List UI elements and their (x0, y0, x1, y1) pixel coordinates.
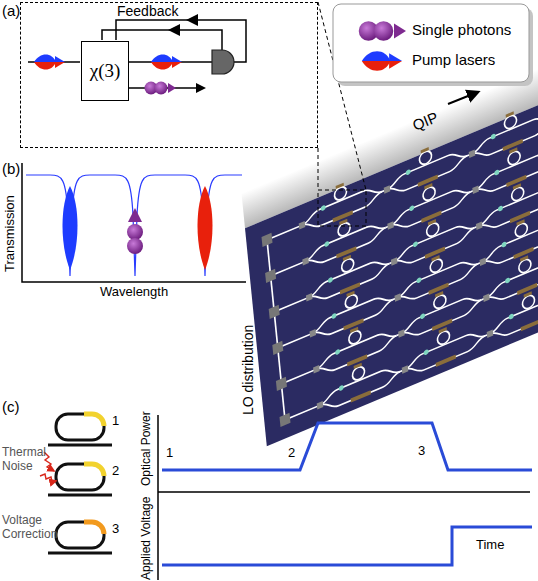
zoom-indicator (318, 190, 366, 226)
step-number: 2 (288, 446, 295, 461)
splitter (262, 233, 273, 247)
qip-arrow (448, 92, 478, 104)
splitter (276, 377, 287, 391)
nonlinearity-label: χ(3) (82, 42, 128, 100)
splitter (269, 305, 280, 319)
photonic-chip (470, 132, 538, 201)
photonic-chip (242, 48, 538, 446)
step-number: 1 (112, 414, 119, 429)
applied-voltage-trace (162, 527, 532, 565)
pump-spectrum (198, 186, 213, 270)
step-number: 1 (166, 446, 173, 461)
photonic-chip (474, 168, 538, 237)
splitter (262, 233, 291, 427)
step-number: 2 (112, 464, 119, 479)
waveguide (267, 103, 538, 240)
feedback-label: Feedback (117, 3, 178, 19)
photon-spectrum (127, 208, 143, 254)
ring-resonator (84, 522, 104, 534)
optical-power-trace (162, 423, 532, 470)
ring-resonator (48, 494, 112, 497)
photonic-chip (267, 240, 285, 420)
photonic-chip (400, 312, 486, 381)
annotation: Voltage Correction (2, 514, 66, 542)
photonic-chip (485, 276, 538, 345)
axis-label: Optical Power (140, 411, 154, 486)
axis-label: Time (476, 538, 504, 553)
splitter (265, 269, 276, 283)
ring-resonator (48, 464, 112, 495)
waveguide (285, 283, 538, 420)
photon-arrowhead (196, 83, 206, 93)
ring-resonator (84, 464, 104, 476)
waveguide (271, 139, 538, 276)
waveguide (281, 247, 538, 384)
step-number: 3 (418, 444, 425, 459)
splitter (280, 413, 291, 427)
legend-box (333, 4, 529, 82)
step-number: 3 (112, 522, 119, 537)
feedback-schematic (28, 20, 246, 88)
photonic-chip (467, 96, 538, 165)
waveguide (278, 211, 538, 348)
figure-art (145, 82, 177, 95)
ring-resonator (48, 414, 112, 445)
axis-label: Applied Voltage (140, 497, 154, 580)
pump-spectrum (63, 186, 78, 270)
panel-label: (b) (2, 160, 20, 177)
ring-resonator (48, 522, 112, 553)
annotation: Thermal Noise (2, 446, 50, 474)
waveguide (274, 175, 538, 312)
ring-resonator (56, 414, 104, 440)
direction-label: LO distribution (240, 325, 256, 415)
figure-art (151, 55, 182, 70)
ring-resonator (48, 444, 112, 447)
legend-box (362, 51, 402, 71)
ring-resonator (56, 464, 104, 490)
legend-text: Pump lasers (412, 51, 495, 68)
axis-label: Transmission (3, 195, 18, 272)
panel-label: (a) (2, 2, 20, 19)
plot-axes (22, 163, 246, 282)
axis-label: Wavelength (100, 285, 168, 300)
photon-spectrum (127, 224, 143, 240)
figure-art (34, 55, 65, 70)
splitter (272, 341, 283, 355)
legend-box (333, 4, 533, 86)
ring-resonator (48, 552, 112, 555)
inset-box: Feedback χ(3) (20, 2, 318, 148)
nonlinear-element-box: χ(3) (81, 41, 129, 101)
legend-text: Single photons (412, 21, 511, 38)
photon-spectrum (127, 238, 143, 254)
photonic-chip (481, 240, 538, 309)
panel-label: (c) (2, 398, 20, 415)
legend-box (359, 21, 406, 41)
ring-resonator (56, 522, 104, 548)
ring-resonator (84, 414, 104, 426)
photon-spectrum (128, 208, 142, 222)
photonic-chip (477, 204, 538, 273)
photonic-chip (315, 348, 401, 417)
thermal-noise-arrow (40, 474, 56, 482)
transmission-curve (26, 175, 242, 276)
photonic-chip (245, 83, 538, 446)
photodetector (212, 50, 234, 74)
plot-axes (158, 415, 530, 580)
